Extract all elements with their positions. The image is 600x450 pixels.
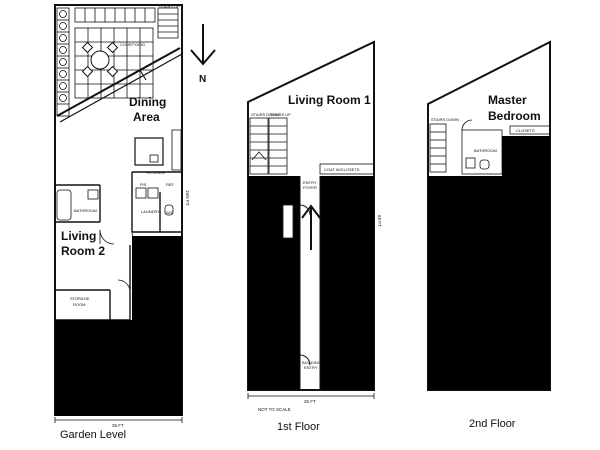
entry-arrow [301, 204, 321, 250]
kitchen-label: KITCHEN [147, 170, 165, 175]
second-bathroom-label: BATHROOM [474, 148, 497, 153]
wc-fixture [164, 204, 174, 216]
ref-label: REF [166, 182, 175, 187]
closets-block [509, 125, 551, 135]
second-floor-bathroom [461, 119, 503, 175]
master-label-1: Master [488, 93, 527, 107]
garden-level-plan: Dining Area Living Room 2 COURTYARD KITC… [54, 4, 190, 441]
not-to-scale-label: NOT TO SCALE [258, 407, 291, 412]
ps-label: P/S [140, 182, 147, 187]
laundry-label: LAUNDRY [141, 209, 160, 214]
building-entry-label-1: BUILDING [302, 360, 321, 365]
garden-stairs-up [157, 7, 179, 39]
living-room-1-label: Living Room 1 [288, 93, 371, 107]
entry-foyer-label-2: FOYER [303, 185, 317, 190]
patio-table [81, 41, 119, 78]
dryer [147, 187, 159, 199]
bathroom-sink [87, 189, 99, 200]
first-depth-label: 69 FT [377, 215, 382, 227]
garden-living-label-1: Living [61, 229, 96, 243]
kitchen-sink [149, 154, 159, 163]
bathroom-label: BATHROOM [74, 208, 97, 213]
first-floor-stairs [249, 117, 288, 175]
entry-foyer-block [282, 204, 294, 239]
bathtub [56, 189, 72, 221]
closets-label: CLOSETS [516, 128, 535, 133]
second-floor-unfinished-main [428, 176, 550, 390]
first-floor-unfinished-right [320, 176, 374, 390]
garden-stairs-label: STAIRS UP [159, 4, 180, 9]
first-width-dimension [247, 393, 375, 399]
second-stairs-down-label: STAIRS DOWN [431, 117, 459, 122]
coat-closet [319, 163, 375, 175]
north-label: N [199, 74, 206, 85]
first-floor-plan: Living Room 1 STAIRS DOWN STAIRS UP COAT… [247, 40, 382, 433]
garden-width-dimension [54, 417, 183, 423]
second-floor-unfinished-right [502, 136, 550, 176]
first-width-label: 25 FT [304, 399, 316, 404]
kitchen-counter [171, 129, 182, 171]
garden-unfinished-area-bottom [55, 320, 182, 416]
garden-living-label-2: Room 2 [61, 244, 105, 258]
garden-dining-label-2: Area [133, 110, 160, 124]
building-entry-label-2: ENTRY [304, 365, 318, 370]
first-floor-title: 1st Floor [277, 421, 320, 433]
garden-level-title: Garden Level [60, 429, 126, 441]
courtyard-diagonal-wall [56, 47, 183, 123]
storage-label-2: ROOM [73, 302, 85, 307]
master-label-2: Bedroom [488, 109, 541, 123]
first-stairs-down-label: STAIRS DOWN [251, 112, 279, 117]
kitchen-island [134, 137, 164, 166]
coat-closets-label: COAT W/CLOSETS [324, 167, 360, 172]
washer [135, 187, 147, 199]
garden-width-label: 35 FT [112, 423, 124, 428]
wc-label: W/C [166, 210, 174, 215]
second-floor-stairs [429, 123, 447, 173]
storage-label-1: STORAGE [70, 296, 90, 301]
second-floor-title: 2nd Floor [469, 418, 516, 430]
north-arrow [190, 24, 216, 66]
garden-depth-label: 15/6 FT [185, 190, 190, 206]
second-floor-plan: Master Bedroom CLOSETS STAIRS DOWN BATHR… [427, 40, 551, 430]
entry-foyer-label-1: ENTRY [303, 180, 317, 185]
first-stairs-up-label: STAIRS UP [270, 112, 291, 117]
courtyard-label: COURTYARD [120, 42, 145, 47]
garden-dining-label-1: Dining [129, 95, 166, 109]
